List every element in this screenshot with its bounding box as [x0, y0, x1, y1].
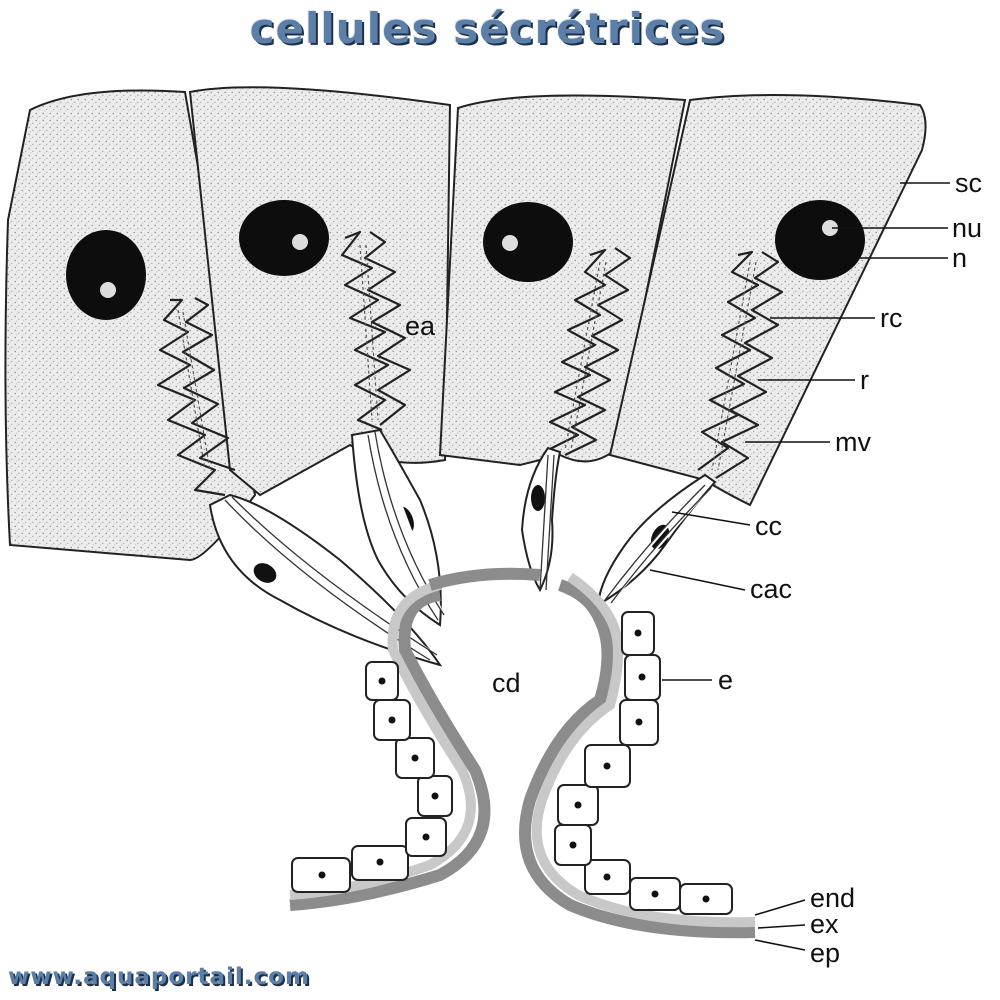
epithelium-left: [291, 661, 453, 893]
nucleus-1: [66, 230, 146, 320]
canal-cell-3: [520, 446, 562, 593]
cuticle-right: [519, 572, 756, 939]
label-r: r: [860, 365, 869, 395]
label-ex: ex: [810, 909, 839, 939]
label-n: n: [952, 243, 967, 273]
leader-ex: [757, 924, 806, 929]
leader-cc: [671, 511, 751, 526]
epithelium-right: [554, 611, 733, 915]
nucleus-4: [775, 200, 865, 280]
receiving-canal-1: [156, 297, 236, 497]
nucleus-2: [239, 200, 329, 276]
receiving-canal-4: [697, 250, 784, 479]
label-nu: nu: [952, 213, 982, 243]
diagram-title: cellules sécrétrices: [249, 4, 726, 53]
label-ea: ea: [405, 311, 436, 341]
leader-cac: [649, 569, 746, 591]
secretory-cell-2: [188, 86, 452, 497]
label-cc: cc: [755, 511, 782, 541]
nucleus-3: [483, 202, 573, 282]
label-ep: ep: [810, 938, 840, 968]
label-end: end: [810, 883, 855, 913]
receiving-canal-2: [340, 230, 412, 432]
canal-cell-4: [596, 473, 717, 607]
canal-cell-1: [208, 493, 443, 667]
receiving-canal-3: [547, 247, 632, 456]
label-mv: mv: [835, 427, 871, 457]
canal-cell-2: [350, 428, 445, 627]
leader-end: [754, 899, 806, 916]
secretory-cell-3: [438, 94, 687, 467]
label-e: e: [718, 665, 733, 695]
leader-ep: [754, 939, 806, 951]
secretory-cell-1: [4, 89, 257, 562]
label-cac: cac: [750, 574, 792, 604]
label-sc: sc: [955, 168, 982, 198]
label-rc: rc: [880, 303, 903, 333]
label-cd: cd: [492, 668, 521, 698]
site-url: www.aquaportail.com: [8, 964, 310, 990]
